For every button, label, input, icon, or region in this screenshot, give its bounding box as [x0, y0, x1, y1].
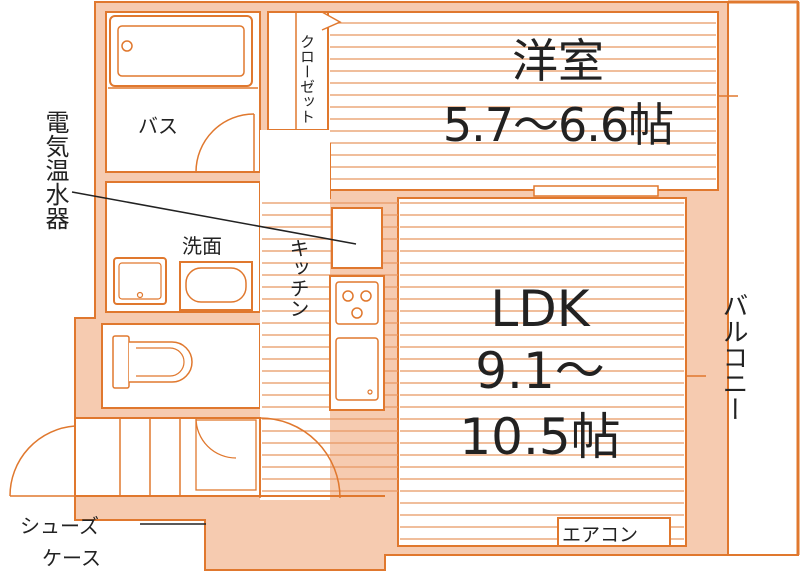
- aircon-box: [557, 517, 671, 547]
- ldk-name: LDK: [490, 280, 590, 338]
- western-room-name: 洋室: [512, 34, 604, 88]
- bath-room: [105, 11, 261, 173]
- aircon-label: エアコン: [562, 524, 639, 546]
- bath-label: バス: [138, 114, 178, 138]
- toilet-room: [101, 323, 261, 409]
- closet: [267, 11, 342, 131]
- western-room-size: 5.7〜6.6帖: [442, 98, 674, 152]
- ldk-size-line2: 10.5帖: [459, 408, 621, 466]
- shoe-case-label-line1: シューズ: [20, 514, 99, 538]
- washroom-label: 洗面: [182, 234, 222, 258]
- balcony-label: バルコニー: [718, 292, 748, 422]
- kitchen-label: キッチン: [286, 238, 310, 318]
- entrance: [9, 417, 385, 499]
- ldk-room: [330, 197, 687, 547]
- western-room: [327, 11, 719, 197]
- balcony: [686, 0, 800, 556]
- kitchen-counter: [329, 207, 385, 411]
- corridor: [260, 130, 330, 500]
- leader-lines: [71, 191, 357, 525]
- ldk-size-line1: 9.1〜: [475, 342, 605, 400]
- closet-label: クローゼット: [298, 34, 316, 124]
- water-heater-label: 電気温水器: [41, 110, 69, 230]
- shoe-case-label-line2: ケース: [42, 546, 101, 570]
